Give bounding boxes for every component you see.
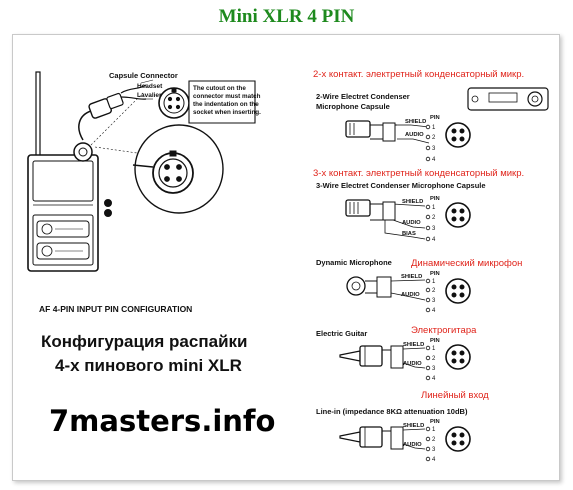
section-line-in: Линейный вход Line-in (impedance 8KΩ att… xyxy=(316,390,489,463)
section-2wire-electret: 2-х контакт. электретный конденсаторный … xyxy=(313,69,549,163)
section-2-wire-audio: AUDIO xyxy=(402,220,421,226)
section-1-en-label-1: 2-Wire Electret Condenser xyxy=(316,92,410,101)
section-1-ru-label: 2-х контакт. электретный конденсаторный … xyxy=(313,69,524,80)
section-1-wire-shield: SHIELD xyxy=(405,119,426,125)
section-2-wire-shield: SHIELD xyxy=(402,199,423,205)
section-5-ru-label: Линейный вход xyxy=(421,390,489,401)
capsule-connector-plug xyxy=(78,79,154,141)
section-2-pin-2: 2 xyxy=(432,215,436,221)
page-title: Mini XLR 4 PIN xyxy=(218,6,355,27)
section-3-pin-1: 1 xyxy=(432,279,436,285)
section-1-pin-1: 1 xyxy=(432,125,436,131)
section-1-wire-audio: AUDIO xyxy=(405,132,424,138)
section-electric-guitar: Электрогитара Electric Guitar SHIELD AUD… xyxy=(316,325,477,382)
section-3-pin-3: 3 xyxy=(432,298,436,304)
pin-config-caption: AF 4-PIN INPUT PIN CONFIGURATION xyxy=(39,304,192,314)
bodypack-transmitter xyxy=(27,71,112,272)
cutout-note-line-4: socket when inserting. xyxy=(193,109,261,116)
cutout-note-line-1: The cutout on the xyxy=(193,85,246,92)
site-brand: 7masters.info xyxy=(49,404,275,438)
section-1-pin-header: PIN xyxy=(430,115,440,121)
section-4-wire-audio: AUDIO xyxy=(403,361,422,367)
section-4-pin-3: 3 xyxy=(432,366,436,372)
section-3-wire-audio: AUDIO xyxy=(401,292,420,298)
section-5-wire-audio: AUDIO xyxy=(403,442,422,448)
section-3-wire-shield: SHIELD xyxy=(401,274,422,280)
capsule-connector-label: Capsule Connector xyxy=(109,71,178,80)
section-3-ru-label: Динамический микрофон xyxy=(411,258,522,269)
section-2-pin-4: 4 xyxy=(432,237,436,243)
section-4-pin-2: 2 xyxy=(432,356,436,362)
section-5-pin-header: PIN xyxy=(430,419,440,425)
section-4-en-label: Electric Guitar xyxy=(316,329,367,338)
diagram-frame: Capsule Connector Headset Lavalier The c… xyxy=(12,34,560,481)
section-2-pin-3: 3 xyxy=(432,226,436,232)
section-5-wire-shield: SHIELD xyxy=(403,423,424,429)
section-3-pin-2: 2 xyxy=(432,288,436,294)
section-4-ru-label: Электрогитара xyxy=(411,325,477,336)
section-dynamic-microphone: Dynamic Microphone Динамический микрофон… xyxy=(316,258,522,314)
section-2-ru-label: 3-х контакт. электретный конденсаторный … xyxy=(313,168,524,179)
section-4-wire-shield: SHIELD xyxy=(403,342,424,348)
section-1-pin-4: 4 xyxy=(432,157,436,163)
section-1-pin-2: 2 xyxy=(432,135,436,141)
section-5-pin-1: 1 xyxy=(432,427,436,433)
section-3-pin-header: PIN xyxy=(430,271,440,277)
ru-title-line-1: Конфигурация распайки xyxy=(41,332,247,351)
section-4-pin-4: 4 xyxy=(432,376,436,382)
connector-face-detail xyxy=(90,87,190,146)
headset-label: Headset xyxy=(137,83,163,90)
section-4-pin-1: 1 xyxy=(432,346,436,352)
section-4-pin-header: PIN xyxy=(430,338,440,344)
section-1-pin-3: 3 xyxy=(432,146,436,152)
section-3-pin-4: 4 xyxy=(432,308,436,314)
cutout-note: The cutout on the connector must match t… xyxy=(188,80,261,124)
section-2-wire-bias: BIAS xyxy=(402,231,416,237)
cutout-note-line-3: the indentation on the xyxy=(193,101,259,108)
section-5-en-label: Line-in (impedance 8KΩ attenuation 10dB) xyxy=(316,407,468,416)
section-5-pin-2: 2 xyxy=(432,437,436,443)
section-1-en-label-2: Microphone Capsule xyxy=(316,102,390,111)
section-5-pin-3: 3 xyxy=(432,447,436,453)
ru-title-line-2: 4-х пинового mini XLR xyxy=(55,356,242,375)
section-3-en-label: Dynamic Microphone xyxy=(316,258,392,267)
pin-diagram: Capsule Connector Headset Lavalier The c… xyxy=(27,69,549,463)
cutout-note-line-2: connector must match xyxy=(193,93,261,100)
section-5-pin-4: 4 xyxy=(432,457,436,463)
section-3wire-electret: 3-х контакт. электретный конденсаторный … xyxy=(313,168,524,243)
lavalier-label: Lavalier xyxy=(137,92,162,99)
section-2-pin-1: 1 xyxy=(432,205,436,211)
socket-zoom-detail xyxy=(94,124,224,214)
section-2-pin-header: PIN xyxy=(430,196,440,202)
section-2-en-label: 3-Wire Electret Condenser Microphone Cap… xyxy=(316,181,486,190)
